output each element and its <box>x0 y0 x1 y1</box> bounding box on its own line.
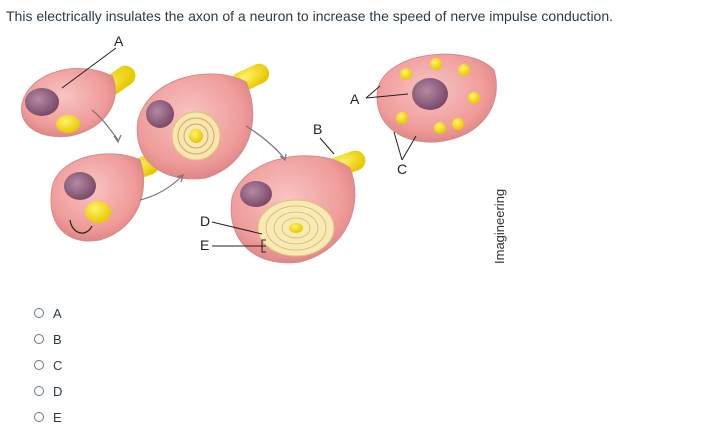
label-a-right: A <box>350 91 360 107</box>
option-label-d: D <box>53 383 63 399</box>
answer-options: A B C D E <box>34 300 62 430</box>
multi-axon-cell <box>376 53 497 143</box>
option-c[interactable]: C <box>34 352 62 378</box>
option-label-c: C <box>53 357 63 373</box>
option-e[interactable]: E <box>34 404 62 430</box>
stage-arrows <box>91 109 287 201</box>
label-e: E <box>200 237 209 253</box>
label-d: D <box>200 213 210 229</box>
stage-3-cell <box>136 63 270 180</box>
question-text: This electrically insulates the axon of … <box>6 8 614 24</box>
option-label-a: A <box>53 305 62 321</box>
myelination-diagram: A A B C D E <box>21 33 497 264</box>
option-a[interactable]: A <box>34 300 62 326</box>
watermark: Imagineering <box>492 189 507 264</box>
radio-b[interactable] <box>34 334 44 344</box>
radio-a[interactable] <box>34 308 44 318</box>
axon <box>56 115 80 133</box>
option-label-b: B <box>53 331 62 347</box>
option-d[interactable]: D <box>34 378 62 404</box>
option-label-e: E <box>53 409 62 425</box>
label-b: B <box>313 121 322 137</box>
label-c: C <box>397 161 407 177</box>
stage-4-cell <box>230 150 366 264</box>
option-b[interactable]: B <box>34 326 62 352</box>
nucleus <box>25 88 59 116</box>
radio-d[interactable] <box>34 386 44 396</box>
stage-1-cell <box>21 65 136 138</box>
label-leaders <box>61 47 417 253</box>
radio-c[interactable] <box>34 360 44 370</box>
label-a-top: A <box>114 33 124 49</box>
radio-e[interactable] <box>34 412 44 422</box>
watermark-text: Imagineering <box>492 189 507 264</box>
stage-2-cell <box>50 153 160 242</box>
